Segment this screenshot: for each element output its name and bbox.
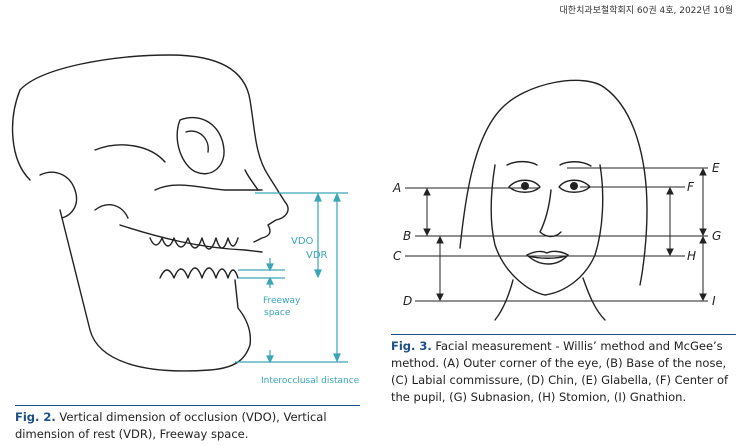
fig2-caption-label: Fig. 2.: [15, 410, 56, 424]
vdo-label: VDO: [291, 236, 314, 247]
face-illustration: A B C D E F G H I: [392, 79, 721, 321]
skull-illustration: VDO VDR Freeway space Interocclusal dist…: [11, 54, 360, 386]
point-i-label: I: [712, 294, 716, 308]
fig2-caption: Fig. 2. Vertical dimension of occlusion …: [15, 405, 360, 443]
freeway-label: Freeway: [263, 296, 301, 306]
fig3-caption-label: Fig. 3.: [391, 339, 432, 353]
point-c-label: C: [393, 249, 402, 263]
point-g-label: G: [712, 229, 721, 243]
point-a-label: A: [392, 181, 401, 195]
freeway-space-label: space: [264, 308, 291, 318]
face-figure: A B C D E F G H I: [385, 70, 741, 335]
point-e-label: E: [712, 161, 720, 175]
fig3-caption-text: Facial measurement - Willis’ method and …: [391, 339, 729, 404]
point-b-label: B: [403, 229, 411, 243]
fig3-caption: Fig. 3. Facial measurement - Willis’ met…: [391, 334, 736, 406]
fig2-caption-text: Vertical dimension of occlusion (VDO), V…: [15, 410, 327, 441]
point-d-label: D: [403, 294, 412, 308]
vdr-label: VDR: [306, 250, 328, 261]
point-f-label: F: [687, 180, 695, 194]
journal-header: 대한치과보철학회지 60권 4호, 2022년 10월: [559, 6, 733, 16]
skull-figure: VDO VDR Freeway space Interocclusal dist…: [0, 40, 370, 395]
interocclusal-label: Interocclusal distance: [261, 376, 360, 386]
point-h-label: H: [687, 249, 696, 263]
